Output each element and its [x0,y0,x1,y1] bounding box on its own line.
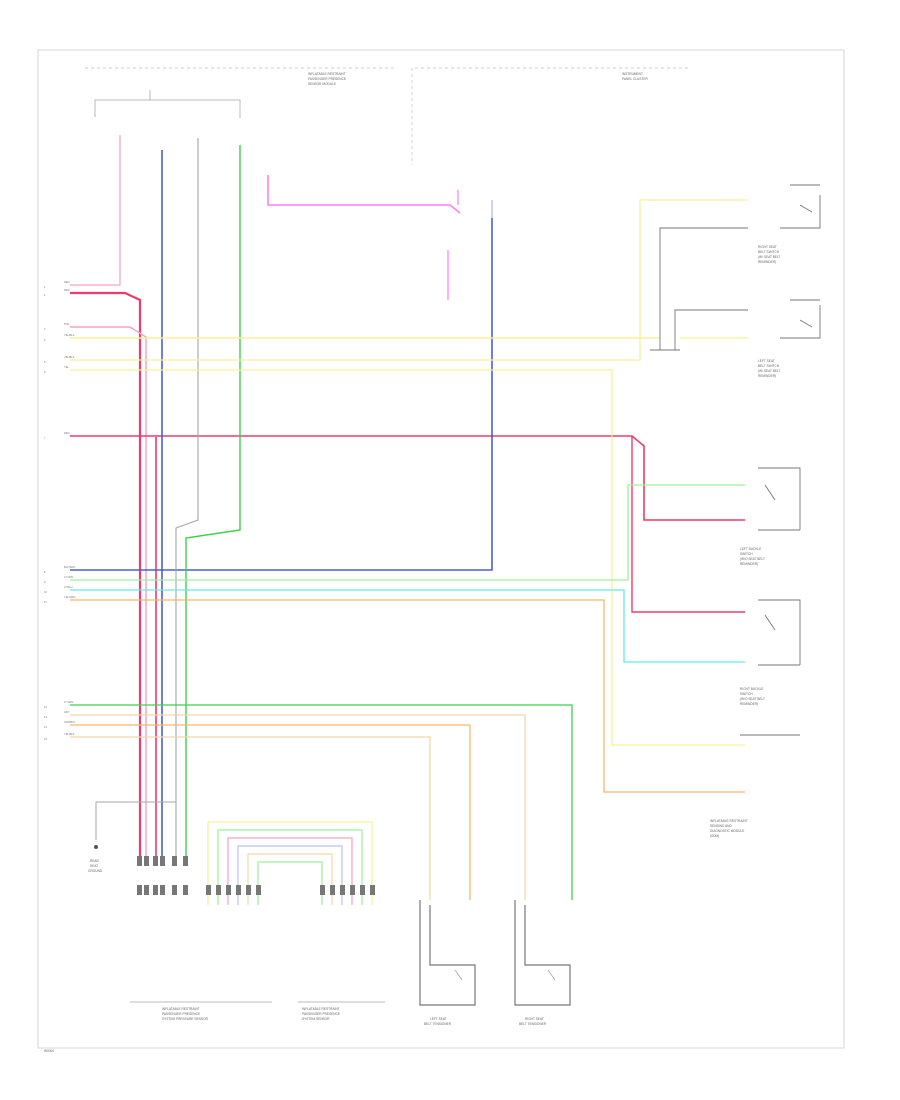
svg-text:INFLATABLE RESTRAINT: INFLATABLE RESTRAINT [162,1007,200,1011]
svg-text:LEFT SEAT: LEFT SEAT [430,1017,447,1021]
svg-text:1: 1 [44,285,46,289]
svg-text:14: 14 [44,725,47,729]
svg-text:SWITCH: SWITCH [740,692,753,696]
svg-text:RIGHT SEAT: RIGHT SEAT [525,1017,544,1021]
svg-text:LT GRN: LT GRN [64,575,73,579]
svg-text:LT BLU: LT BLU [64,585,73,589]
svg-text:12: 12 [44,705,47,709]
svg-text:(W/ SEAT BELT: (W/ SEAT BELT [758,255,781,259]
svg-text:RIGHT BUCKLE: RIGHT BUCKLE [740,687,764,691]
svg-text:7: 7 [44,436,46,440]
diagram-frame [37,49,845,1049]
svg-text:REMINDER): REMINDER) [740,702,758,706]
svg-text:LT GRN: LT GRN [64,700,73,704]
right-switches [740,184,821,736]
svg-text:BELT SWITCH: BELT SWITCH [758,364,780,368]
svg-text:9: 9 [44,580,46,584]
wires [70,135,748,905]
tensioner-boxes [419,900,571,1006]
svg-text:(W/O SEAT BELT: (W/O SEAT BELT [740,557,765,561]
svg-text:YEL: YEL [64,365,69,369]
svg-text:RIGHT SEAT: RIGHT SEAT [758,245,777,249]
svg-text:2: 2 [44,293,46,297]
svg-text:PASSENGER PRESENCE: PASSENGER PRESENCE [302,1012,340,1016]
footer-code: W0000 [44,1049,54,1053]
ground-label: REAR SEAT GROUND [88,859,103,873]
left-wire-labels: 1 2 3 4 5 6 7 8 9 10 11 12 13 14 15 RED … [44,280,76,741]
top-left-module-line-2: PASSENGER PRESENCE [308,77,346,81]
svg-text:PASSENGER PRESENCE: PASSENGER PRESENCE [162,1012,200,1016]
svg-text:5: 5 [44,360,46,364]
ground-symbol [94,845,98,849]
svg-text:(W/ SEAT BELT: (W/ SEAT BELT [758,369,781,373]
svg-text:13: 13 [44,715,47,719]
tensioner-1-label: LEFT SEAT BELT TENSIONER [424,1017,452,1026]
right-switch-1-label: RIGHT SEAT BELT SWITCH (W/ SEAT BELT REM… [758,245,781,264]
svg-text:15: 15 [44,737,47,741]
right-note-label: INFLATABLE RESTRAINT SENSING AND DIAGNOS… [710,819,748,838]
svg-text:BELT TENSIONER: BELT TENSIONER [424,1022,452,1026]
svg-text:YEL/BLK: YEL/BLK [64,355,75,359]
svg-text:DIAGNOSTIC MODULE: DIAGNOSTIC MODULE [710,829,744,833]
svg-text:YEL/BLK: YEL/BLK [64,333,75,337]
svg-text:LEFT BUCKLE: LEFT BUCKLE [740,547,761,551]
top-left-module-line-1: INFLATABLE RESTRAINT [308,72,346,76]
svg-text:INFLATABLE RESTRAINT: INFLATABLE RESTRAINT [710,819,748,823]
svg-text:8: 8 [44,570,46,574]
bottom-mid-module-label: INFLATABLE RESTRAINT PASSENGER PRESENCE … [302,1007,340,1021]
svg-text:11: 11 [44,600,47,604]
svg-text:ORN/BLK: ORN/BLK [64,720,76,724]
svg-text:BELT SWITCH: BELT SWITCH [758,250,780,254]
right-wire-bundle [650,227,748,351]
svg-text:YEL/BLK: YEL/BLK [64,732,75,736]
top-left-module-line-3: SENSOR MODULE [308,82,336,86]
bottom-connectors [137,856,375,895]
svg-text:REMINDER): REMINDER) [740,562,758,566]
svg-text:RED: RED [64,431,70,435]
tensioner-2-label: RIGHT SEAT BELT TENSIONER [519,1017,547,1026]
svg-text:GRY: GRY [64,710,70,714]
svg-text:GROUND: GROUND [88,869,103,873]
svg-text:SWITCH: SWITCH [740,552,753,556]
top-left-module-label: INFLATABLE RESTRAINT PASSENGER PRESENCE … [308,72,346,86]
svg-text:BLK/WHT: BLK/WHT [64,565,76,569]
bottom-left-module-label: INFLATABLE RESTRAINT PASSENGER PRESENCE … [162,1007,209,1021]
top-right-module-line-2: PANEL CLUSTER [622,77,649,81]
svg-text:RED: RED [64,280,70,284]
svg-text:SYSTEM SENSOR: SYSTEM SENSOR [302,1017,330,1021]
svg-text:INFLATABLE RESTRAINT: INFLATABLE RESTRAINT [302,1007,340,1011]
svg-text:PNK: PNK [64,322,70,326]
svg-text:BELT TENSIONER: BELT TENSIONER [519,1022,547,1026]
right-switch-3-label: LEFT BUCKLE SWITCH (W/O SEAT BELT REMIND… [740,547,765,566]
svg-text:(SDM): (SDM) [710,834,719,838]
svg-text:6: 6 [44,370,46,374]
svg-text:(W/O SEAT BELT: (W/O SEAT BELT [740,697,765,701]
top-module-bracket [94,99,241,118]
svg-text:SENSING AND: SENSING AND [710,824,732,828]
svg-text:REMINDER): REMINDER) [758,374,776,378]
svg-text:3: 3 [44,327,46,331]
svg-text:REAR: REAR [90,859,100,863]
svg-text:REMINDER): REMINDER) [758,260,776,264]
right-switch-2-label: LEFT SEAT BELT SWITCH (W/ SEAT BELT REMI… [758,359,781,378]
svg-text:YEL/GRN: YEL/GRN [64,595,76,599]
top-right-module-label: INSTRUMENT PANEL CLUSTER [622,72,649,81]
svg-text:SEAT: SEAT [90,864,98,868]
svg-text:SYSTEM PRESSURE SENSOR: SYSTEM PRESSURE SENSOR [162,1017,209,1021]
svg-text:LEFT SEAT: LEFT SEAT [758,359,775,363]
svg-text:4: 4 [44,338,46,342]
right-switch-4-label: RIGHT BUCKLE SWITCH (W/O SEAT BELT REMIN… [740,687,765,706]
svg-text:RED: RED [64,288,70,292]
top-right-module-line-1: INSTRUMENT [622,72,643,76]
svg-text:10: 10 [44,590,47,594]
